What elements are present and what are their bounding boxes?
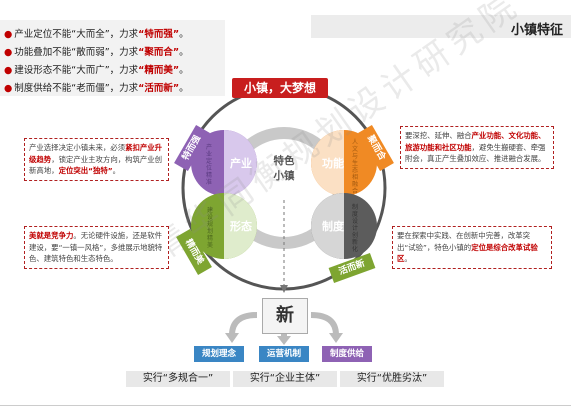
petal-function-half [311,130,344,196]
core-label: 特色小镇 [273,155,295,182]
principles-panel: ●产业定位不能“大而全”，力求“特而强”。 ●功能叠加不能“散而弱”，力求“聚而… [0,20,225,96]
petal-system-label: 制度 [322,220,344,233]
note-form: 美就是竞争力。无论硬件设施，还是软件建设，要“一镇一风格”，多维展示地貌特色、建… [24,226,169,269]
petal-industry-label: 产业 [230,157,252,170]
petal-system-half [311,193,344,259]
tab-operation: 运营机制 [259,346,309,362]
center-banner: 小镇，大梦想 [232,78,328,98]
petal-function-sub: 人文与生态相融合 [352,139,359,195]
petal-form-sub: 建设规划精美 [207,207,214,249]
core-circle [262,153,306,197]
petal-industry-half [224,130,257,196]
principle-industry: ●产业定位不能“大而全”，力求“特而强”。 [4,29,189,40]
petal-form-half [224,193,257,259]
tab-planning: 规划理念 [194,346,244,362]
petal-form-label: 形态 [230,220,252,233]
bottom-rule [0,405,571,406]
bottom-text-planning: 实行“多规合一” [126,371,230,387]
note-function: 要深挖、延伸、融合产业功能、文化功能、旅游功能和社区功能，避免生搬硬套、牵强附会… [400,126,554,169]
tab-system-supply: 制度供给 [322,346,372,362]
petal-system-sub: 制度设计创新化 [352,204,359,253]
note-system: 要在探索中实践、在创新中完善，改革突出“试验”，特色小镇的定位是综合改革试验区。 [392,226,552,269]
bottom-text-system: 实行“优胜劣汰” [340,371,444,387]
header-bar [311,15,571,38]
principle-form: ●建设形态不能“大而广”，力求“精而美”。 [4,65,189,76]
page-title: 小镇特征 [510,23,563,38]
principle-function: ●功能叠加不能“散而弱”，力求“聚而合”。 [4,47,189,58]
bottom-text-operation: 实行“企业主体” [233,371,337,387]
petal-industry-sub: 产业定位精准 [206,144,213,186]
petal-function-label: 功能 [322,157,344,170]
innovation-box: 新 [262,298,308,334]
principle-system: ●制度供给不能“老而僵”，力求“活而新”。 [4,83,189,94]
note-industry: 产业选择决定小镇未来，必须紧扣产业升级趋势，锁定产业主攻方向，构筑产业创新高地，… [24,138,169,181]
